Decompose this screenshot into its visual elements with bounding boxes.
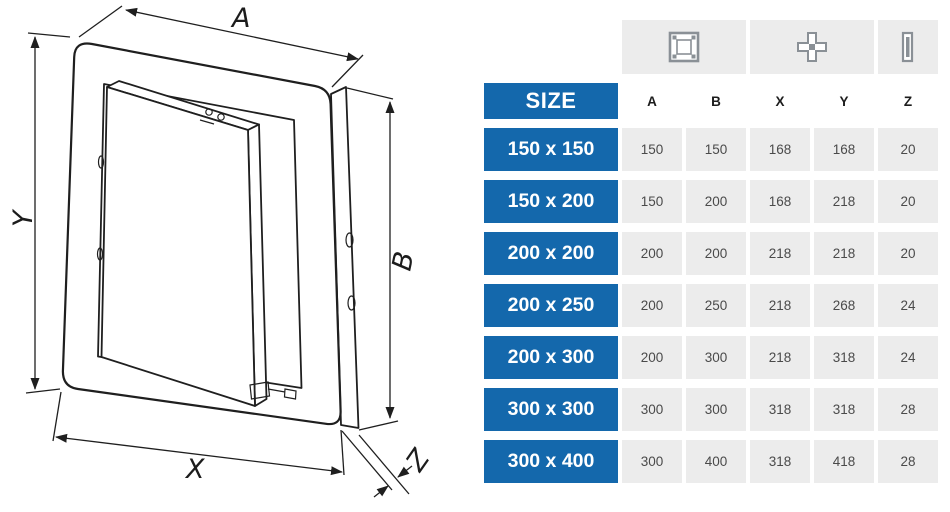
value-cell: 318 — [814, 336, 874, 379]
value-cell: 200 — [686, 232, 746, 275]
depth-icon — [878, 20, 938, 74]
table-corner-spacer — [484, 20, 618, 74]
dim-label-z: Z — [400, 444, 437, 478]
dim-label-y: Y — [8, 208, 39, 227]
value-cell: 200 — [622, 284, 682, 327]
dimension-x — [52, 391, 345, 476]
dimension-z — [341, 430, 413, 498]
value-cell: 20 — [878, 128, 938, 171]
value-cell: 300 — [686, 388, 746, 431]
size-cell: 200 x 300 — [484, 336, 618, 379]
value-cell: 168 — [750, 128, 810, 171]
value-cell: 200 — [686, 180, 746, 223]
access-panel-diagram: A Y X B — [8, 3, 437, 498]
size-cell: 200 x 250 — [484, 284, 618, 327]
dimension-a — [78, 5, 364, 88]
value-cell: 218 — [814, 232, 874, 275]
dimension-y — [25, 32, 71, 394]
value-cell: 300 — [622, 440, 682, 483]
value-cell: 318 — [814, 388, 874, 431]
value-cell: 24 — [878, 336, 938, 379]
value-cell: 218 — [750, 284, 810, 327]
value-cell: 400 — [686, 440, 746, 483]
size-cell: 300 x 300 — [484, 388, 618, 431]
size-cell: 300 x 400 — [484, 440, 618, 483]
value-cell: 20 — [878, 232, 938, 275]
panel-door — [100, 80, 268, 407]
hinge-icon — [97, 155, 105, 169]
column-header-x: X — [750, 83, 810, 119]
dimension-b — [346, 87, 399, 431]
value-cell: 300 — [622, 388, 682, 431]
size-cell: 150 x 200 — [484, 180, 618, 223]
value-cell: 168 — [750, 180, 810, 223]
opening-size-icon — [622, 20, 746, 74]
value-cell: 24 — [878, 284, 938, 327]
value-cell: 218 — [814, 180, 874, 223]
hinge-icon — [96, 247, 104, 261]
column-header-z: Z — [878, 83, 938, 119]
column-header-b: B — [686, 83, 746, 119]
size-table-pane: SIZE A B X Y Z 150 x 150 150 150 168 168… — [478, 0, 950, 512]
column-header-a: A — [622, 83, 682, 119]
size-column-header: SIZE — [484, 83, 618, 119]
size-table: SIZE A B X Y Z 150 x 150 150 150 168 168… — [484, 20, 944, 483]
size-cell: 200 x 200 — [484, 232, 618, 275]
value-cell: 300 — [686, 336, 746, 379]
value-cell: 250 — [686, 284, 746, 327]
value-cell: 28 — [878, 388, 938, 431]
value-cell: 150 — [686, 128, 746, 171]
door-details — [96, 108, 297, 400]
value-cell: 150 — [622, 180, 682, 223]
value-cell: 150 — [622, 128, 682, 171]
column-header-y: Y — [814, 83, 874, 119]
value-cell: 268 — [814, 284, 874, 327]
value-cell: 218 — [750, 336, 810, 379]
value-cell: 20 — [878, 180, 938, 223]
value-cell: 168 — [814, 128, 874, 171]
dim-label-b: B — [387, 249, 421, 274]
outer-size-icon — [750, 20, 874, 74]
value-cell: 200 — [622, 336, 682, 379]
value-cell: 318 — [750, 388, 810, 431]
value-cell: 418 — [814, 440, 874, 483]
size-cell: 150 x 150 — [484, 128, 618, 171]
dim-label-x: X — [184, 454, 205, 485]
value-cell: 200 — [622, 232, 682, 275]
dim-label-a: A — [230, 3, 250, 34]
value-cell: 218 — [750, 232, 810, 275]
value-cell: 28 — [878, 440, 938, 483]
value-cell: 318 — [750, 440, 810, 483]
